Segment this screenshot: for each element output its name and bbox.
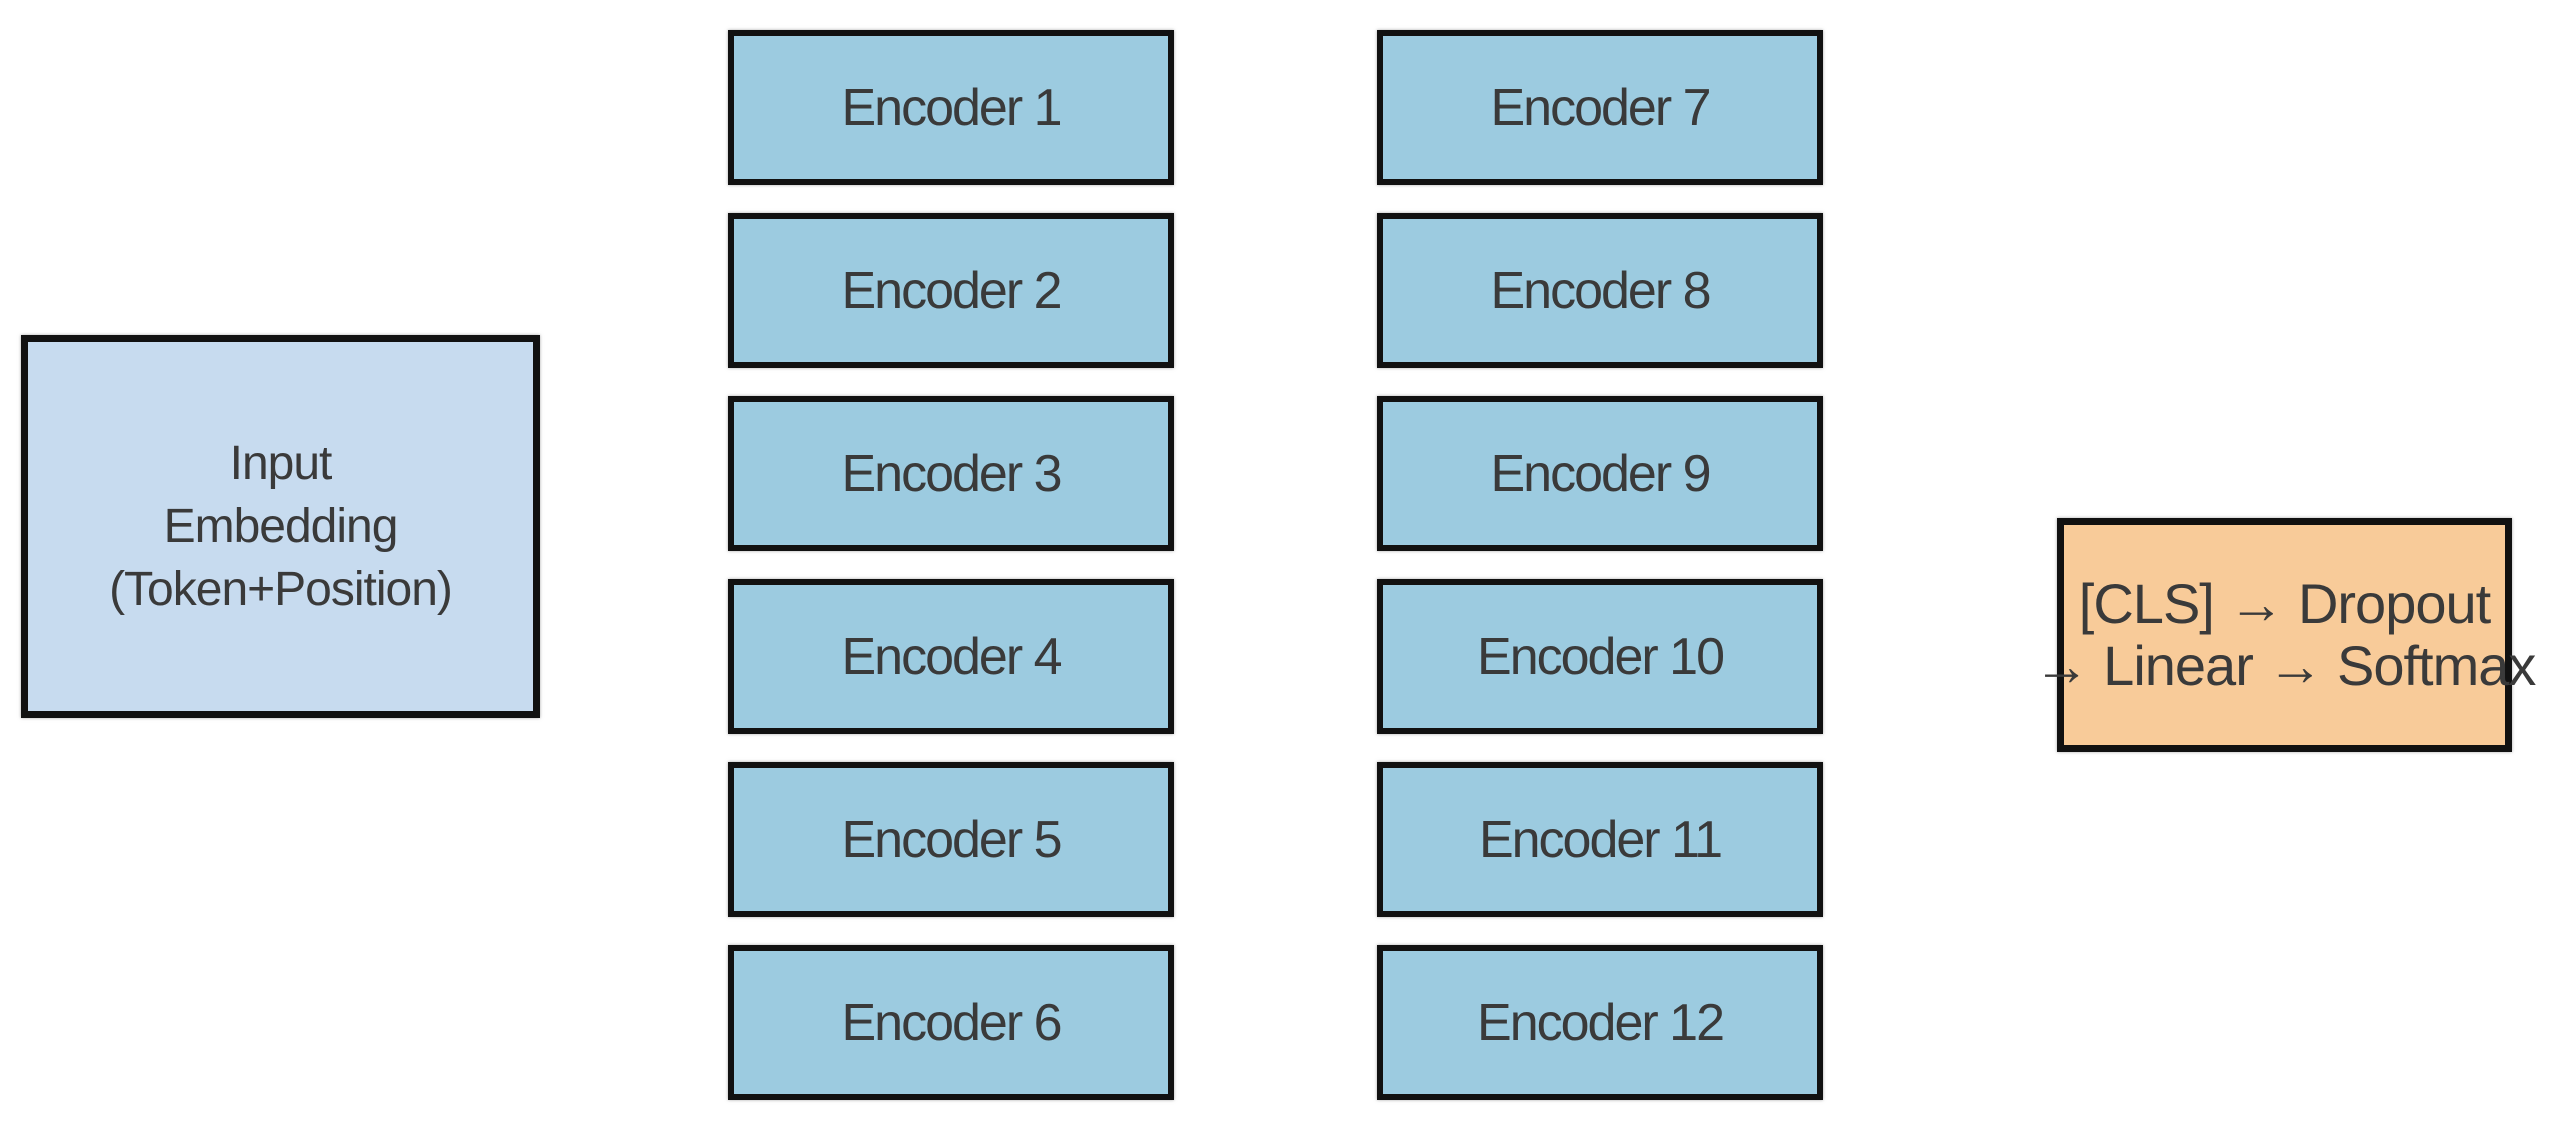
encoder-3-box: Encoder 3 [728,396,1174,551]
encoder-1-box: Encoder 1 [728,30,1174,185]
input-embedding-line-2: Embedding [163,500,399,553]
encoder-6-box: Encoder 6 [728,945,1174,1100]
encoder-6-label: Encoder 6 [841,993,1062,1052]
encoder-10-box: Encoder 10 [1377,579,1823,734]
encoder-7-label: Encoder 7 [1490,78,1711,137]
encoder-11-box: Encoder 11 [1377,762,1823,917]
encoder-3-label: Encoder 3 [841,444,1062,503]
encoder-2-box: Encoder 2 [728,213,1174,368]
encoder-8-label: Encoder 8 [1490,261,1711,320]
encoder-9-label: Encoder 9 [1490,444,1711,503]
encoder-4-box: Encoder 4 [728,579,1174,734]
encoder-4-label: Encoder 4 [841,627,1062,686]
encoder-9-box: Encoder 9 [1377,396,1823,551]
encoder-5-label: Encoder 5 [841,810,1062,869]
input-embedding-line-1: Input [229,437,333,490]
encoder-10-label: Encoder 10 [1477,627,1725,686]
input-embedding-box: Input Embedding (Token+Position) [21,335,540,718]
classifier-head-line-1: [CLS] → Dropout [2078,572,2491,635]
encoder-2-label: Encoder 2 [841,261,1062,320]
encoder-12-label: Encoder 12 [1477,993,1725,1052]
encoder-12-box: Encoder 12 [1377,945,1823,1100]
encoder-1-label: Encoder 1 [841,78,1062,137]
encoder-7-box: Encoder 7 [1377,30,1823,185]
classifier-head-box: [CLS] → Dropout → Linear → Softmax [2034,518,2536,752]
classifier-head-line-2: → Linear → Softmax [2033,634,2537,697]
input-embedding-line-3: (Token+Position) [109,563,453,616]
encoder-11-label: Encoder 11 [1478,810,1723,869]
encoder-5-box: Encoder 5 [728,762,1174,917]
encoder-8-box: Encoder 8 [1377,213,1823,368]
input-embedding-label: Input Embedding (Token+Position) [109,432,453,621]
